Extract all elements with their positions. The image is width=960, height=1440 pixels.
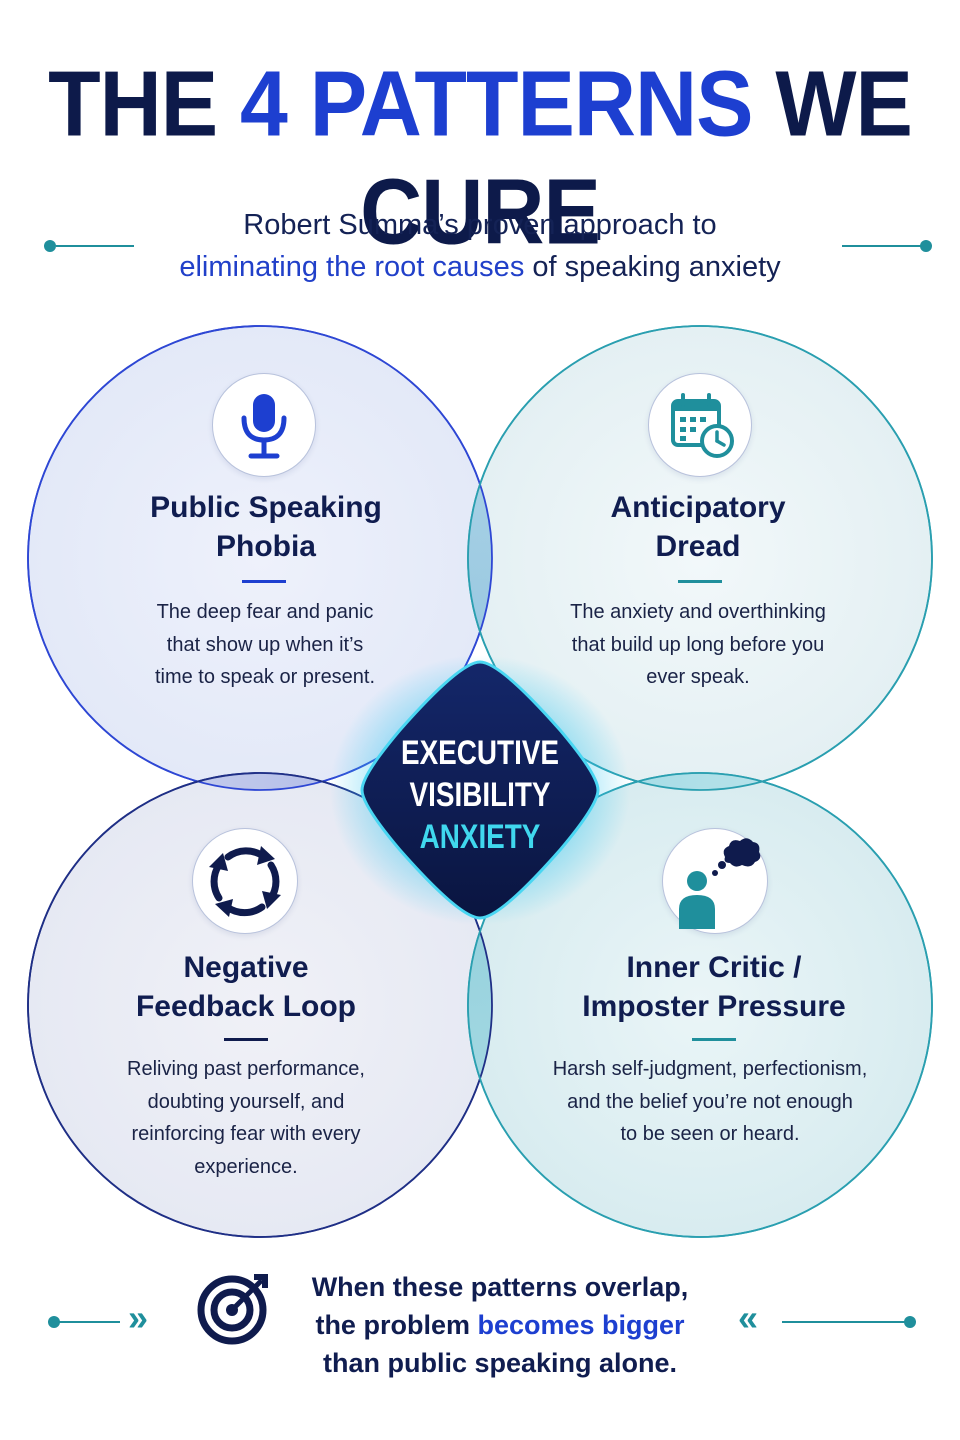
center-diamond (360, 660, 600, 920)
subtitle-rule-left (56, 245, 134, 247)
heading-underline (224, 1038, 268, 1041)
pattern-heading-public-speaking: Public Speaking Phobia (150, 491, 382, 563)
thinking-person-icon (679, 838, 761, 929)
title-accent: 4 PATTERNS (240, 52, 753, 156)
subtitle-dot-right (920, 240, 932, 252)
subtitle: Robert Summa’s proven approach to elimin… (179, 209, 781, 283)
footer-rule-right (782, 1321, 906, 1323)
calendar-clock-icon (671, 393, 734, 458)
pattern-desc-inner-critic: Harsh self-judgment, perfectionism, and … (552, 1058, 868, 1145)
outline-tr (467, 325, 933, 791)
subtitle-dot-left (44, 240, 56, 252)
thinking-person-icon-badge (662, 828, 768, 934)
footer-dot-left (48, 1316, 60, 1328)
microphone-icon-badge (212, 373, 316, 477)
footer-accent: becomes bigger (477, 1310, 685, 1340)
page-title: THE 4 PATTERNS WE CURE (48, 52, 913, 264)
venn-diagram (27, 325, 933, 1238)
footer-dot-right (904, 1316, 916, 1328)
center-accent: ANXIETY (419, 818, 541, 856)
outline-tl (27, 325, 493, 791)
footer-rule-left (58, 1321, 120, 1323)
cycle-arrows-icon (209, 846, 281, 917)
microphone-icon (241, 394, 287, 459)
heading-underline (242, 580, 286, 583)
chevrons-left-icon: « (738, 1297, 759, 1338)
center-label: EXECUTIVE VISIBILITY ANXIETY (398, 732, 562, 858)
pattern-desc-public-speaking: The deep fear and panic that show up whe… (154, 601, 376, 688)
calendar-clock-icon-badge (648, 373, 752, 477)
subtitle-accent: eliminating the root causes (179, 251, 525, 283)
pattern-desc-anticipatory-dread: The anxiety and overthinking that build … (570, 601, 826, 688)
footer-statement: When these patterns overlap, the problem… (311, 1272, 689, 1378)
outline-bl (27, 772, 493, 1238)
pattern-desc-negative-feedback: Reliving past performance, doubting your… (127, 1058, 365, 1178)
heading-underline (692, 1038, 736, 1041)
subtitle-rule-right (842, 245, 922, 247)
pattern-heading-inner-critic: Inner Critic / Imposter Pressure (582, 951, 846, 1023)
pattern-heading-negative-feedback: Negative Feedback Loop (135, 951, 357, 1023)
chevrons-right-icon: » (128, 1297, 149, 1338)
pattern-heading-anticipatory-dread: Anticipatory Dread (610, 491, 786, 563)
target-icon (197, 1274, 268, 1345)
cycle-arrows-icon-badge (192, 828, 298, 934)
outline-br (467, 772, 933, 1238)
heading-underline (678, 580, 722, 583)
